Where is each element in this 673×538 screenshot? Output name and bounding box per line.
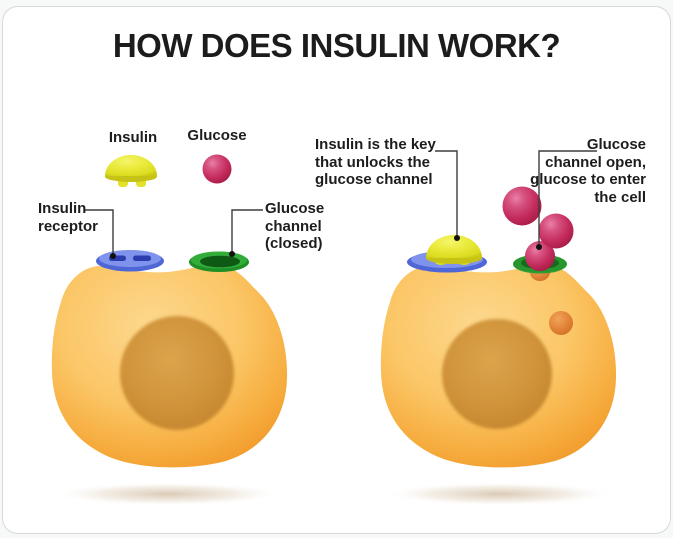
glucose-floating-icon — [538, 213, 574, 249]
legend-glucose-label: Glucose — [187, 127, 247, 144]
glucose-channel-closed-label: Glucose channel (closed) — [265, 200, 325, 253]
left-cell — [51, 265, 288, 468]
glucose-channel-closed-icon — [189, 251, 249, 272]
insulin-key-label: Insulin is the key that unlocks the gluc… — [315, 136, 436, 189]
insulin-receptor-label: Insulin receptor — [38, 200, 99, 235]
glucose-floating-icon — [502, 186, 542, 226]
right-cell-shadow — [384, 482, 614, 506]
left-cell-shadow — [53, 482, 283, 506]
left-cell-nucleus — [120, 316, 234, 430]
right-cell-nucleus — [442, 319, 552, 429]
glucose-channel-open-icon — [513, 241, 567, 281]
legend-insulin-label: Insulin — [108, 129, 158, 146]
glucose-channel-open-label: Glucose channel open, glucose to enter t… — [530, 136, 646, 207]
insulin-icon — [105, 155, 157, 187]
glucose-channel-open-leader — [538, 150, 597, 247]
leader-dots — [110, 235, 542, 259]
glucose-channel-closed-leader — [231, 209, 263, 254]
insulin-key-leader — [435, 150, 458, 238]
glucose-entering-icon — [525, 241, 555, 271]
insulin-receptor-leader — [85, 209, 114, 256]
right-cell — [380, 265, 617, 468]
glucose-inside-cell-icon — [549, 311, 573, 335]
page-title: HOW DOES INSULIN WORK? — [112, 27, 561, 64]
glucose-icon — [202, 154, 232, 184]
insulin-on-receptor-icon — [407, 235, 487, 273]
insulin-receptor-icon — [96, 250, 164, 272]
leader-lines — [85, 150, 597, 256]
